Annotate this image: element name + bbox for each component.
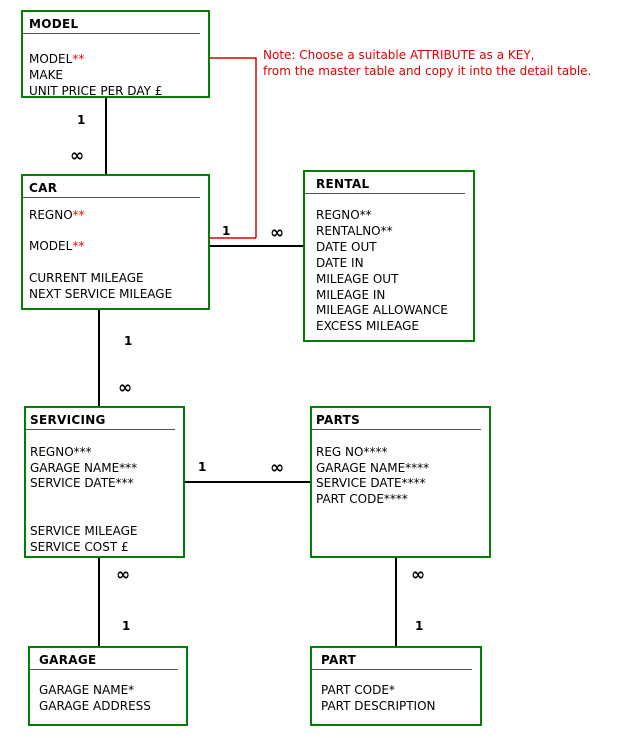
entity-garage: GARAGE GARAGE NAME* GARAGE ADDRESS <box>28 646 188 726</box>
entity-title: PART <box>312 648 472 670</box>
attribute-reg-no: REG NO**** <box>316 445 388 459</box>
entity-part: PART PART CODE* PART DESCRIPTION <box>310 646 482 726</box>
entity-title: SERVICING <box>26 408 175 430</box>
key-marker: ** <box>72 239 85 253</box>
key-marker: ** <box>72 208 85 222</box>
attribute-garage-name: GARAGE NAME*** <box>30 461 138 475</box>
cardinality-one-servicing-parts: 1 <box>198 460 207 474</box>
key-note-line-2: from the master table and copy it into t… <box>263 64 592 78</box>
entity-title: CAR <box>23 176 200 198</box>
entity-title: PARTS <box>312 408 481 430</box>
cardinality-one-car-servicing: 1 <box>124 334 133 348</box>
attribute-garage-name: GARAGE NAME**** <box>316 461 430 475</box>
attribute-service-mileage: SERVICE MILEAGE <box>30 524 138 538</box>
cardinality-one-servicing-garage: 1 <box>122 619 131 633</box>
entity-model: MODEL MODEL** MAKE UNIT PRICE PER DAY £ <box>21 10 210 98</box>
entity-servicing: SERVICING REGNO*** GARAGE NAME*** SERVIC… <box>24 406 185 558</box>
attribute-next-service-mileage: NEXT SERVICE MILEAGE <box>29 287 173 301</box>
cardinality-many-car-rental: ∞ <box>270 223 285 243</box>
attribute-part-code: PART CODE* <box>321 683 395 697</box>
attribute-part-code: PART CODE**** <box>316 492 408 506</box>
key-note-line-1: Note: Choose a suitable ATTRIBUTE as a K… <box>263 48 535 62</box>
key-note: Note: Choose a suitable ATTRIBUTE as a K… <box>263 47 591 79</box>
attribute-service-date: SERVICE DATE*** <box>30 476 134 490</box>
entity-parts: PARTS REG NO**** GARAGE NAME**** SERVICE… <box>310 406 491 558</box>
attribute-garage-address: GARAGE ADDRESS <box>39 699 151 713</box>
cardinality-many-servicing-garage: ∞ <box>116 565 131 585</box>
attribute-current-mileage: CURRENT MILEAGE <box>29 271 144 285</box>
attribute-rentalno: RENTALNO** <box>316 224 393 238</box>
attribute-date-out: DATE OUT <box>316 240 377 254</box>
attribute-date-in: DATE IN <box>316 256 364 270</box>
cardinality-many-car-servicing: ∞ <box>118 378 133 398</box>
entity-rental: RENTAL REGNO** RENTALNO** DATE OUT DATE … <box>303 170 475 342</box>
attribute-mileage-allowance: MILEAGE ALLOWANCE <box>316 303 448 317</box>
attribute-service-cost: SERVICE COST £ <box>30 540 129 554</box>
entity-car: CAR REGNO** MODEL** CURRENT MILEAGE NEXT… <box>21 174 210 310</box>
cardinality-one-car-rental: 1 <box>222 224 231 238</box>
attribute-model-key: MODEL** <box>29 52 85 66</box>
cardinality-one-parts-part: 1 <box>415 619 424 633</box>
key-marker: ** <box>72 52 85 66</box>
entity-title: RENTAL <box>305 172 465 194</box>
attribute-service-date: SERVICE DATE**** <box>316 476 426 490</box>
attribute-regno: REGNO*** <box>30 445 92 459</box>
attribute-mileage-in: MILEAGE IN <box>316 288 386 302</box>
cardinality-many-parts-part: ∞ <box>411 565 426 585</box>
attribute-model-key: MODEL** <box>29 239 85 253</box>
attribute-unit-price: UNIT PRICE PER DAY £ <box>29 84 163 98</box>
attribute-excess-mileage: EXCESS MILEAGE <box>316 319 419 333</box>
cardinality-many-servicing-parts: ∞ <box>270 458 285 478</box>
cardinality-many-model-car: ∞ <box>70 146 85 166</box>
attribute-part-description: PART DESCRIPTION <box>321 699 436 713</box>
attribute-garage-name: GARAGE NAME* <box>39 683 135 697</box>
entity-title: MODEL <box>23 12 200 34</box>
attribute-regno: REGNO** <box>316 208 372 222</box>
cardinality-one-model-car: 1 <box>77 113 86 127</box>
attribute-regno-key: REGNO** <box>29 208 85 222</box>
attribute-make: MAKE <box>29 68 64 82</box>
attribute-mileage-out: MILEAGE OUT <box>316 272 399 286</box>
entity-title: GARAGE <box>30 648 178 670</box>
